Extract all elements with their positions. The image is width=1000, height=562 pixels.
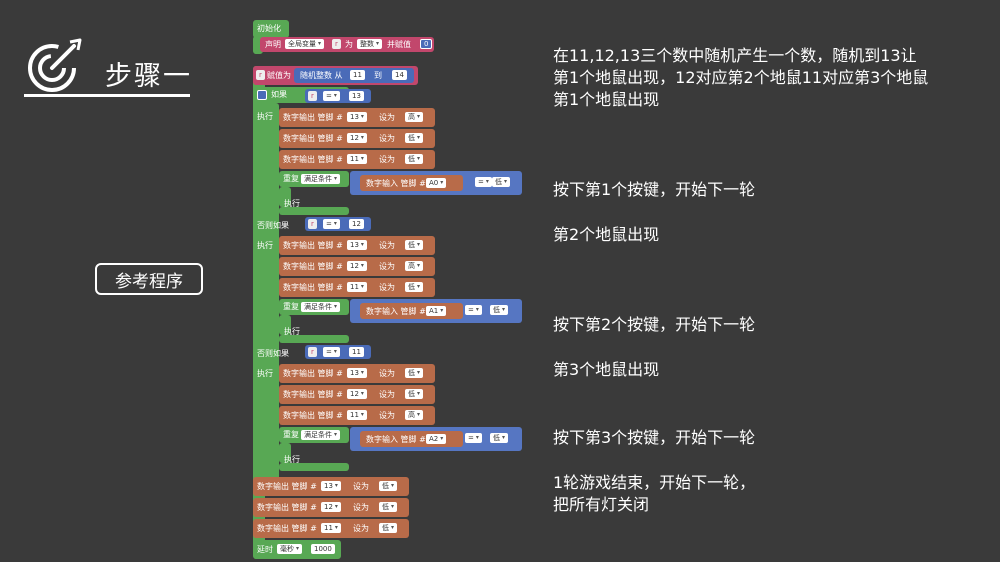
desc-line-3: 第1个地鼠出现: [553, 90, 660, 109]
repeat-until-block-1[interactable]: 重复 满足条件: [279, 171, 349, 187]
digital-write-13-low-b[interactable]: 数字输出 管脚 # 13 设为 低: [279, 236, 435, 255]
repeat-until-block-2[interactable]: 重复 满足条件: [279, 299, 349, 315]
digital-write-13-high[interactable]: 数字输出 管脚 # 13 设为 高: [279, 108, 435, 127]
repeat-until-block-3[interactable]: 重复 满足条件: [279, 427, 349, 443]
delay-block[interactable]: 延时 毫秒 1000: [253, 540, 341, 559]
step-title: 步骤一: [105, 61, 192, 92]
digital-write-12-low[interactable]: 数字输出 管脚 # 12 设为 低: [279, 129, 435, 148]
desc-line-1: 在11,12,13三个数中随机产生一个数，随机到13让: [553, 46, 917, 65]
elseif-condition-12[interactable]: r = 12: [305, 217, 371, 231]
digital-read-a2[interactable]: 数字输入 管脚 # A2: [360, 431, 463, 447]
digital-write-11-high-c[interactable]: 数字输出 管脚 # 11 设为 高: [279, 406, 435, 425]
desc-line-9: 1轮游戏结束，开始下一轮，: [553, 473, 756, 492]
title-underline: [24, 94, 190, 97]
digital-read-a1[interactable]: 数字输入 管脚 # A1: [360, 303, 463, 319]
reference-program-button[interactable]: 参考程序: [95, 263, 203, 295]
desc-line-10: 把所有灯关闭: [553, 495, 650, 514]
if-condition-13[interactable]: r = 13: [305, 89, 371, 103]
desc-line-2: 第1个地鼠出现，12对应第2个地鼠11对应第3个地鼠: [553, 68, 929, 87]
digital-write-11-low[interactable]: 数字输出 管脚 # 11 设为 低: [279, 150, 435, 169]
digital-write-12-low-end[interactable]: 数字输出 管脚 # 12 设为 低: [253, 498, 409, 517]
declare-block[interactable]: 声明 全局变量 r 为 整数 并赋值 0: [260, 37, 434, 52]
random-int-block[interactable]: 随机整数 从 11 到 14: [294, 68, 414, 83]
desc-line-5: 第2个地鼠出现: [553, 225, 660, 244]
elseif-condition-11[interactable]: r = 11: [305, 345, 371, 359]
desc-line-6: 按下第2个按键，开始下一轮: [553, 315, 756, 334]
digital-write-12-low-c[interactable]: 数字输出 管脚 # 12 设为 低: [279, 385, 435, 404]
digital-read-a0[interactable]: 数字输入 管脚 # A0: [360, 175, 463, 191]
digital-write-11-low-end[interactable]: 数字输出 管脚 # 11 设为 低: [253, 519, 409, 538]
desc-line-4: 按下第1个按键，开始下一轮: [553, 180, 756, 199]
desc-line-8: 按下第3个按键，开始下一轮: [553, 428, 756, 447]
target-logo-icon: [28, 38, 82, 92]
digital-write-11-low-b[interactable]: 数字输出 管脚 # 11 设为 低: [279, 278, 435, 297]
digital-write-13-low-c[interactable]: 数字输出 管脚 # 13 设为 低: [279, 364, 435, 383]
gear-icon[interactable]: [257, 90, 267, 100]
digital-write-12-high-b[interactable]: 数字输出 管脚 # 12 设为 高: [279, 257, 435, 276]
init-block[interactable]: 初始化: [253, 20, 289, 38]
desc-line-7: 第3个地鼠出现: [553, 360, 660, 379]
digital-write-13-low-end[interactable]: 数字输出 管脚 # 13 设为 低: [253, 477, 409, 496]
if-column: [253, 103, 279, 480]
